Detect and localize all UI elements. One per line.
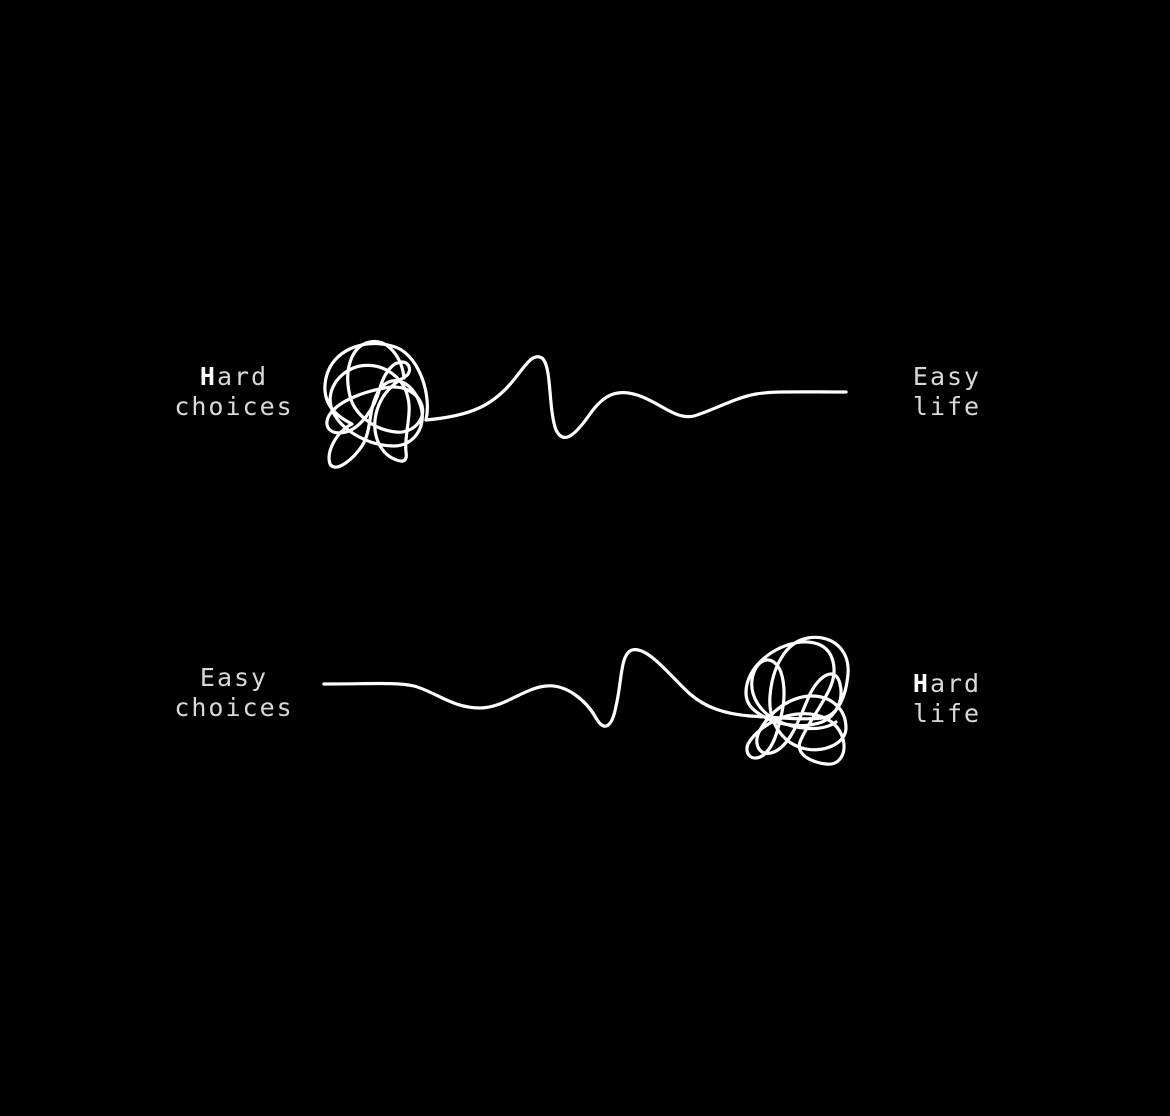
easy-choices-path <box>322 648 752 728</box>
easy-life-line2: life <box>912 392 982 421</box>
hard-choices-path <box>424 355 848 439</box>
hard-life-label: Hard life <box>905 669 989 729</box>
hard-life-rest: ard <box>929 669 982 698</box>
hard-choices-rest: ard <box>216 362 269 391</box>
easy-life-line1: Easy <box>912 362 982 391</box>
easy-choices-label: Easy choices <box>170 663 298 723</box>
easy-choices-line2: choices <box>174 693 294 722</box>
hard-choices-label: Hard choices <box>170 362 298 422</box>
easy-life-label: Easy life <box>905 362 989 422</box>
hard-life-tangle <box>744 635 850 766</box>
hard-choices-tangle <box>323 339 429 469</box>
hard-life-line2: life <box>912 699 982 728</box>
hard-life-initial: H <box>912 669 930 698</box>
hard-choices-initial: H <box>199 362 217 391</box>
easy-choices-line1: Easy <box>199 663 269 692</box>
hard-choices-line2: choices <box>174 392 294 421</box>
